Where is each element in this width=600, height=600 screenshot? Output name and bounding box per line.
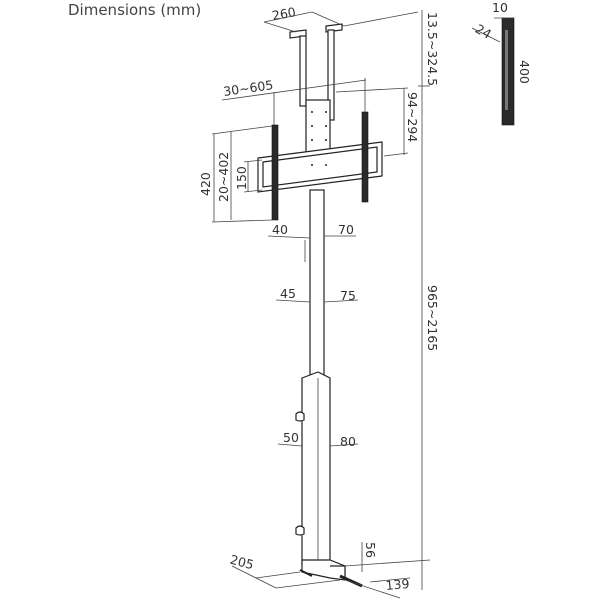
dim-mid-pole-depth: 75 <box>340 288 356 303</box>
dim-total-height: 965~2165 <box>425 285 440 351</box>
dim-lower-pole-width: 50 <box>283 430 299 445</box>
dim-arm-height: 420 <box>198 172 213 196</box>
dim-ceiling-drop: 13.5~324.5 <box>425 12 440 86</box>
dim-base-height: 56 <box>363 542 378 558</box>
dim-base-width: 205 <box>229 552 256 573</box>
dim-vesa-horizontal: 30~605 <box>222 77 274 99</box>
side-profile <box>471 17 515 126</box>
dim-vesa-vertical: 20~402 <box>216 152 231 202</box>
dim-side-thickness: 10 <box>492 0 508 15</box>
dim-side-depth: 24 <box>473 21 494 42</box>
dim-top-pole-depth: 70 <box>338 222 354 237</box>
dim-ceiling-width: 260 <box>271 4 297 23</box>
drawing-title: Dimensions (mm) <box>68 1 201 19</box>
dim-top-pole-width: 40 <box>272 222 288 237</box>
tv-mount <box>257 99 383 221</box>
pole <box>295 189 331 566</box>
dim-base-depth: 139 <box>385 576 410 593</box>
dim-side-height: 400 <box>517 60 532 84</box>
dim-mid-pole-width: 45 <box>280 286 296 301</box>
dim-lower-pole-depth: 80 <box>340 434 356 449</box>
dim-vertical-adjust: 94~294 <box>405 92 420 142</box>
dim-rail-height: 150 <box>234 166 249 190</box>
ceiling-brackets <box>263 11 419 121</box>
